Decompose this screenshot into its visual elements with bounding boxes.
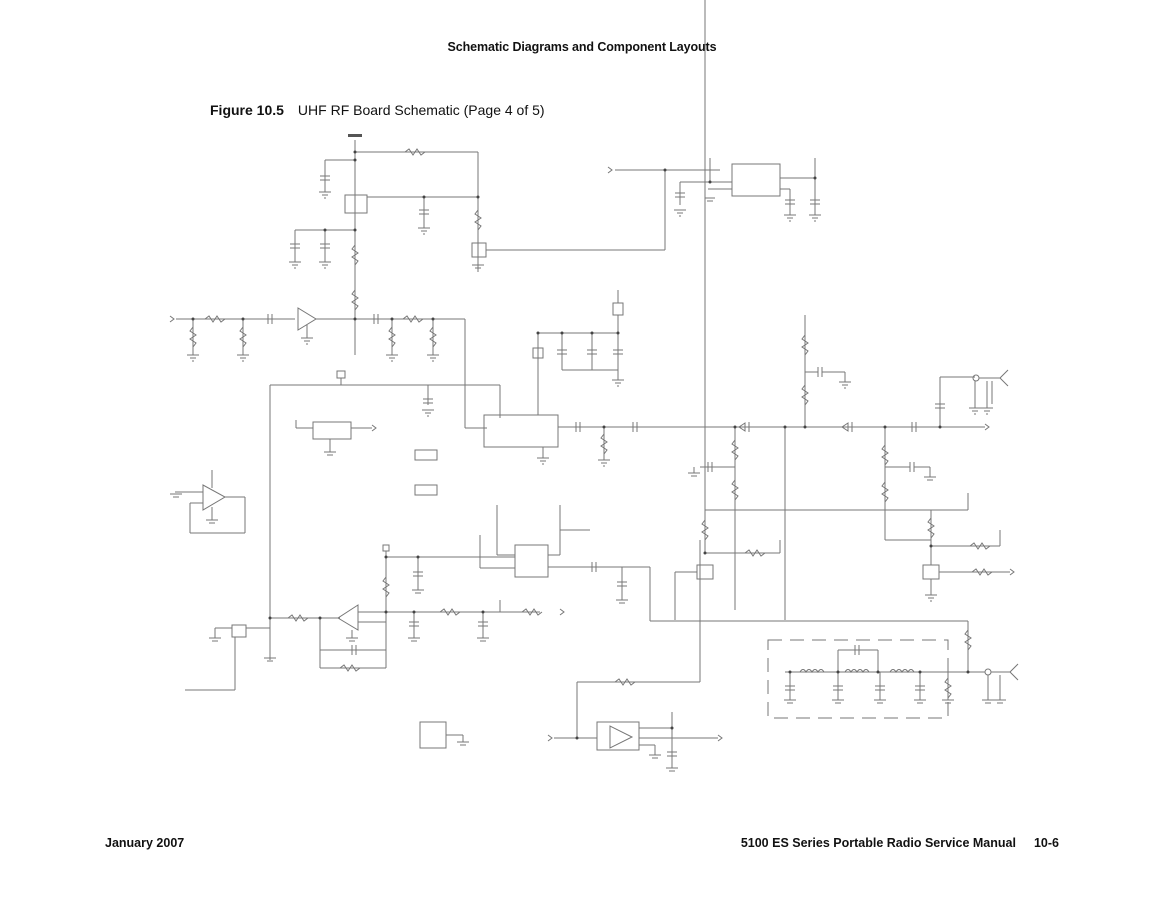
bus-lines	[270, 371, 500, 660]
figure-number: Figure 10.5	[210, 102, 284, 118]
bias-network	[675, 0, 1014, 620]
supply-switch-circuit	[289, 134, 665, 355]
section-header: Schematic Diagrams and Component Layouts	[447, 40, 717, 54]
mixer-block	[484, 290, 624, 464]
regulator-circuit	[608, 158, 821, 221]
footer-date: January 2007	[105, 836, 185, 850]
tx-amplifier-chain	[170, 300, 487, 428]
footer-page-number: 10-6	[1033, 836, 1059, 850]
lowpass-filter	[650, 621, 1018, 718]
opamp-buffer-left	[170, 470, 245, 533]
footer-manual: 5100 ES Series Portable Radio Service Ma…	[741, 836, 1059, 850]
figure-caption: Figure 10.5 UHF RF Board Schematic (Page …	[210, 102, 545, 118]
lower-opamp-circuit	[268, 505, 651, 671]
figure-title: UHF RF Board Schematic (Page 4 of 5)	[297, 102, 545, 118]
bottom-circuits	[185, 540, 722, 771]
footer-manual-title: 5100 ES Series Portable Radio Service Ma…	[740, 836, 1016, 850]
rf-output-path	[558, 315, 1008, 620]
misc-components	[296, 420, 469, 748]
